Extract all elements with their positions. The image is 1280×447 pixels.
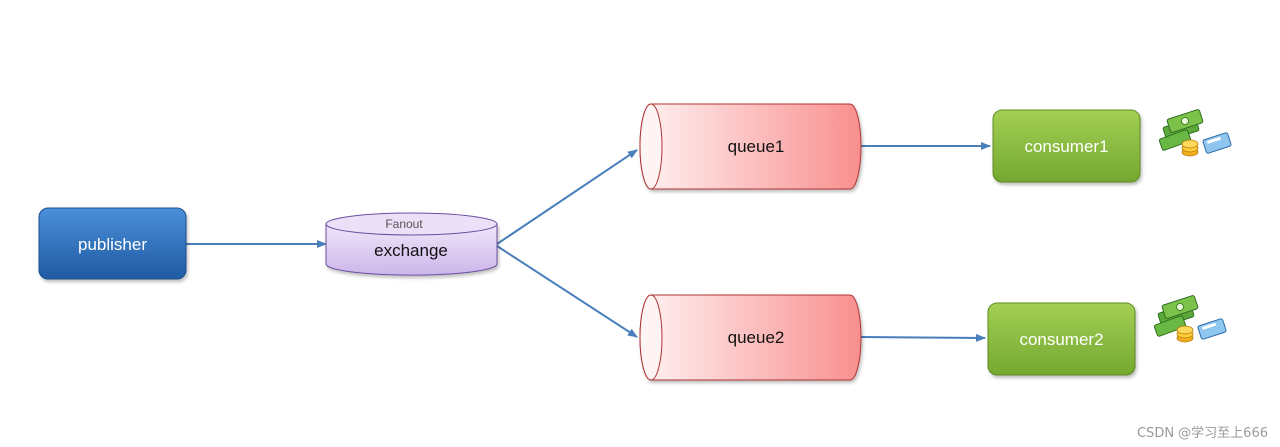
consumer2-node: consumer2 (987, 302, 1136, 376)
queue2-node: queue2 (639, 294, 862, 381)
publisher-label: publisher (78, 235, 147, 254)
exchange-node: Fanout exchange (325, 212, 498, 276)
money-icon (1153, 294, 1228, 343)
consumer2-label: consumer2 (1019, 330, 1103, 349)
queue1-label: queue1 (728, 137, 785, 156)
consumer1-node: consumer1 (992, 109, 1141, 183)
publisher-node: publisher (38, 207, 187, 280)
queue1-node: queue1 (639, 103, 862, 190)
money-icon (1158, 108, 1233, 157)
exchange-type-label: Fanout (385, 217, 423, 231)
consumer1-label: consumer1 (1024, 137, 1108, 156)
exchange-label: exchange (374, 241, 448, 260)
queue2-label: queue2 (728, 328, 785, 347)
watermark: CSDN @学习至上666 (1136, 426, 1268, 441)
arrow-queue2-consumer2 (860, 333, 986, 342)
arrow-exchange-queue2 (496, 245, 638, 338)
arrow-exchange-queue1 (496, 149, 638, 245)
